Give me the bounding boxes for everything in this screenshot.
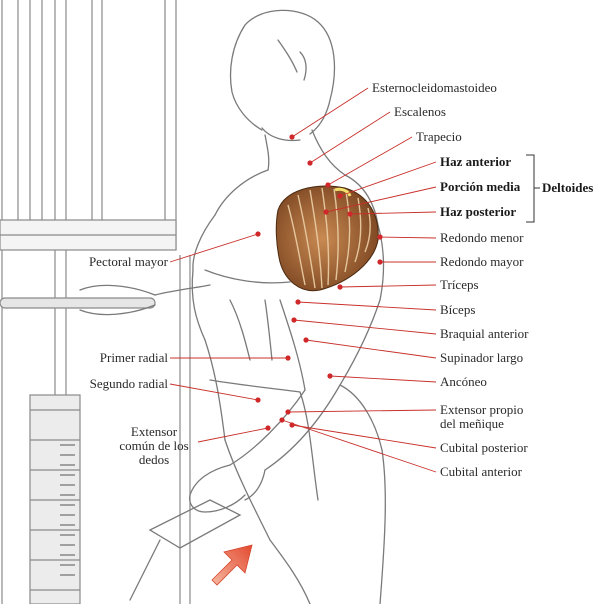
label-supinador-largo: Supinador largo (440, 350, 524, 365)
cable-machine (0, 0, 191, 604)
label-deltoides: Deltoides (542, 180, 594, 195)
label-porcion-media: Porción media (440, 179, 521, 194)
label-cubital-posterior: Cubital posterior (440, 440, 528, 455)
label-extensor-propio: Extensor propio del meñique (440, 402, 524, 431)
marker-dots (255, 134, 383, 431)
label-redondo-mayor: Redondo mayor (440, 254, 524, 269)
label-haz-anterior: Haz anterior (440, 154, 512, 169)
label-escalenos: Escalenos (394, 104, 446, 119)
label-pectoral-mayor: Pectoral mayor (88, 254, 168, 269)
label-cubital-anterior: Cubital anterior (440, 464, 522, 479)
label-haz-posterior: Haz posterior (440, 204, 517, 219)
label-biceps: Bíceps (440, 302, 476, 317)
deltoid-muscle (275, 185, 379, 292)
label-braquial-anterior: Braquial anterior (440, 326, 529, 341)
deltoides-bracket (526, 154, 540, 223)
label-segundo-radial: Segundo radial (89, 376, 168, 391)
label-anconeo: Ancóneo (440, 374, 487, 389)
body-sketch (79, 9, 386, 604)
label-extensor-comun: Extensor común de los dedos (119, 424, 189, 467)
force-arrow (211, 544, 253, 586)
label-redondo-menor: Redondo menor (440, 230, 524, 245)
label-triceps: Tríceps (440, 277, 479, 292)
label-trapecio: Trapecio (416, 129, 462, 144)
leader-lines (169, 87, 437, 473)
label-esternocleidomastoideo: Esternocleidomastoideo (372, 80, 497, 95)
label-primer-radial: Primer radial (99, 350, 168, 365)
